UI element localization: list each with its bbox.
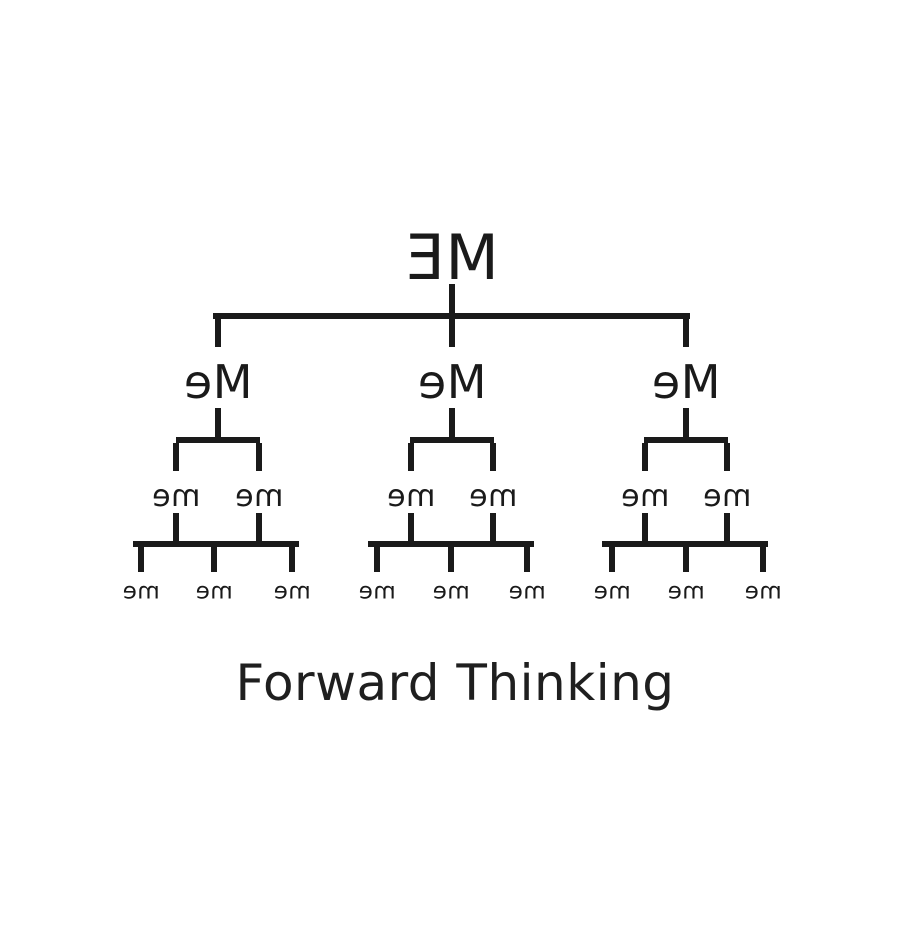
tree-node-l4-6: me [508,578,546,605]
l2-right-down [683,408,689,437]
l2-left-stub [215,319,221,347]
tree-node-l2-3: Me [651,355,721,409]
leaf-mid-bar [368,541,534,547]
l2-mid-down [449,408,455,437]
leaf-right-bar [602,541,768,547]
l3-f-down [724,513,730,541]
tree-node-l3-6: me [702,479,752,514]
tree-node-l4-1: me [122,578,160,605]
l3-c-down [408,513,414,541]
l3-a-down [173,513,179,541]
l3-d-stub [490,443,496,471]
tree-node-l4-4: me [358,578,396,605]
tree-node-l4-5: me [432,578,470,605]
tree-node-l4-7: me [593,578,631,605]
tree-node-l3-2: me [234,479,284,514]
tree-node-l3-1: me [151,479,201,514]
l4-3-stub [289,547,295,572]
l2-left-down [215,408,221,437]
l3-b-down [256,513,262,541]
l3-b-stub [256,443,262,471]
root-bar [213,313,690,319]
group-right-bar [644,437,728,443]
l2-right-stub [683,319,689,347]
l4-4-stub [374,547,380,572]
leaf-left-bar [133,541,299,547]
root-down-stub [449,284,455,313]
tree-node-l4-8: me [667,578,705,605]
l4-7-stub [609,547,615,572]
tree-node-l2-2: Me [417,355,487,409]
l4-1-stub [138,547,144,572]
l4-6-stub [524,547,530,572]
tree-node-l3-3: me [386,479,436,514]
l3-f-stub [724,443,730,471]
tree-node-l2-1: Me [183,355,253,409]
tree-node-l3-5: me [620,479,670,514]
l3-e-stub [642,443,648,471]
tree-node-l3-4: me [468,479,518,514]
l3-d-down [490,513,496,541]
tree-node-l1-1: ME [405,221,499,294]
l2-mid-stub [449,319,455,347]
l4-9-stub [760,547,766,572]
tree-node-l4-3: me [273,578,311,605]
tree-node-l4-2: me [195,578,233,605]
l4-5-stub [448,547,454,572]
tree-node-l4-9: me [744,578,782,605]
l3-e-down [642,513,648,541]
diagram-caption: Forward Thinking [235,654,675,712]
group-left-bar [176,437,260,443]
l4-8-stub [683,547,689,572]
l3-c-stub [408,443,414,471]
l4-2-stub [211,547,217,572]
l3-a-stub [173,443,179,471]
group-mid-bar [410,437,494,443]
